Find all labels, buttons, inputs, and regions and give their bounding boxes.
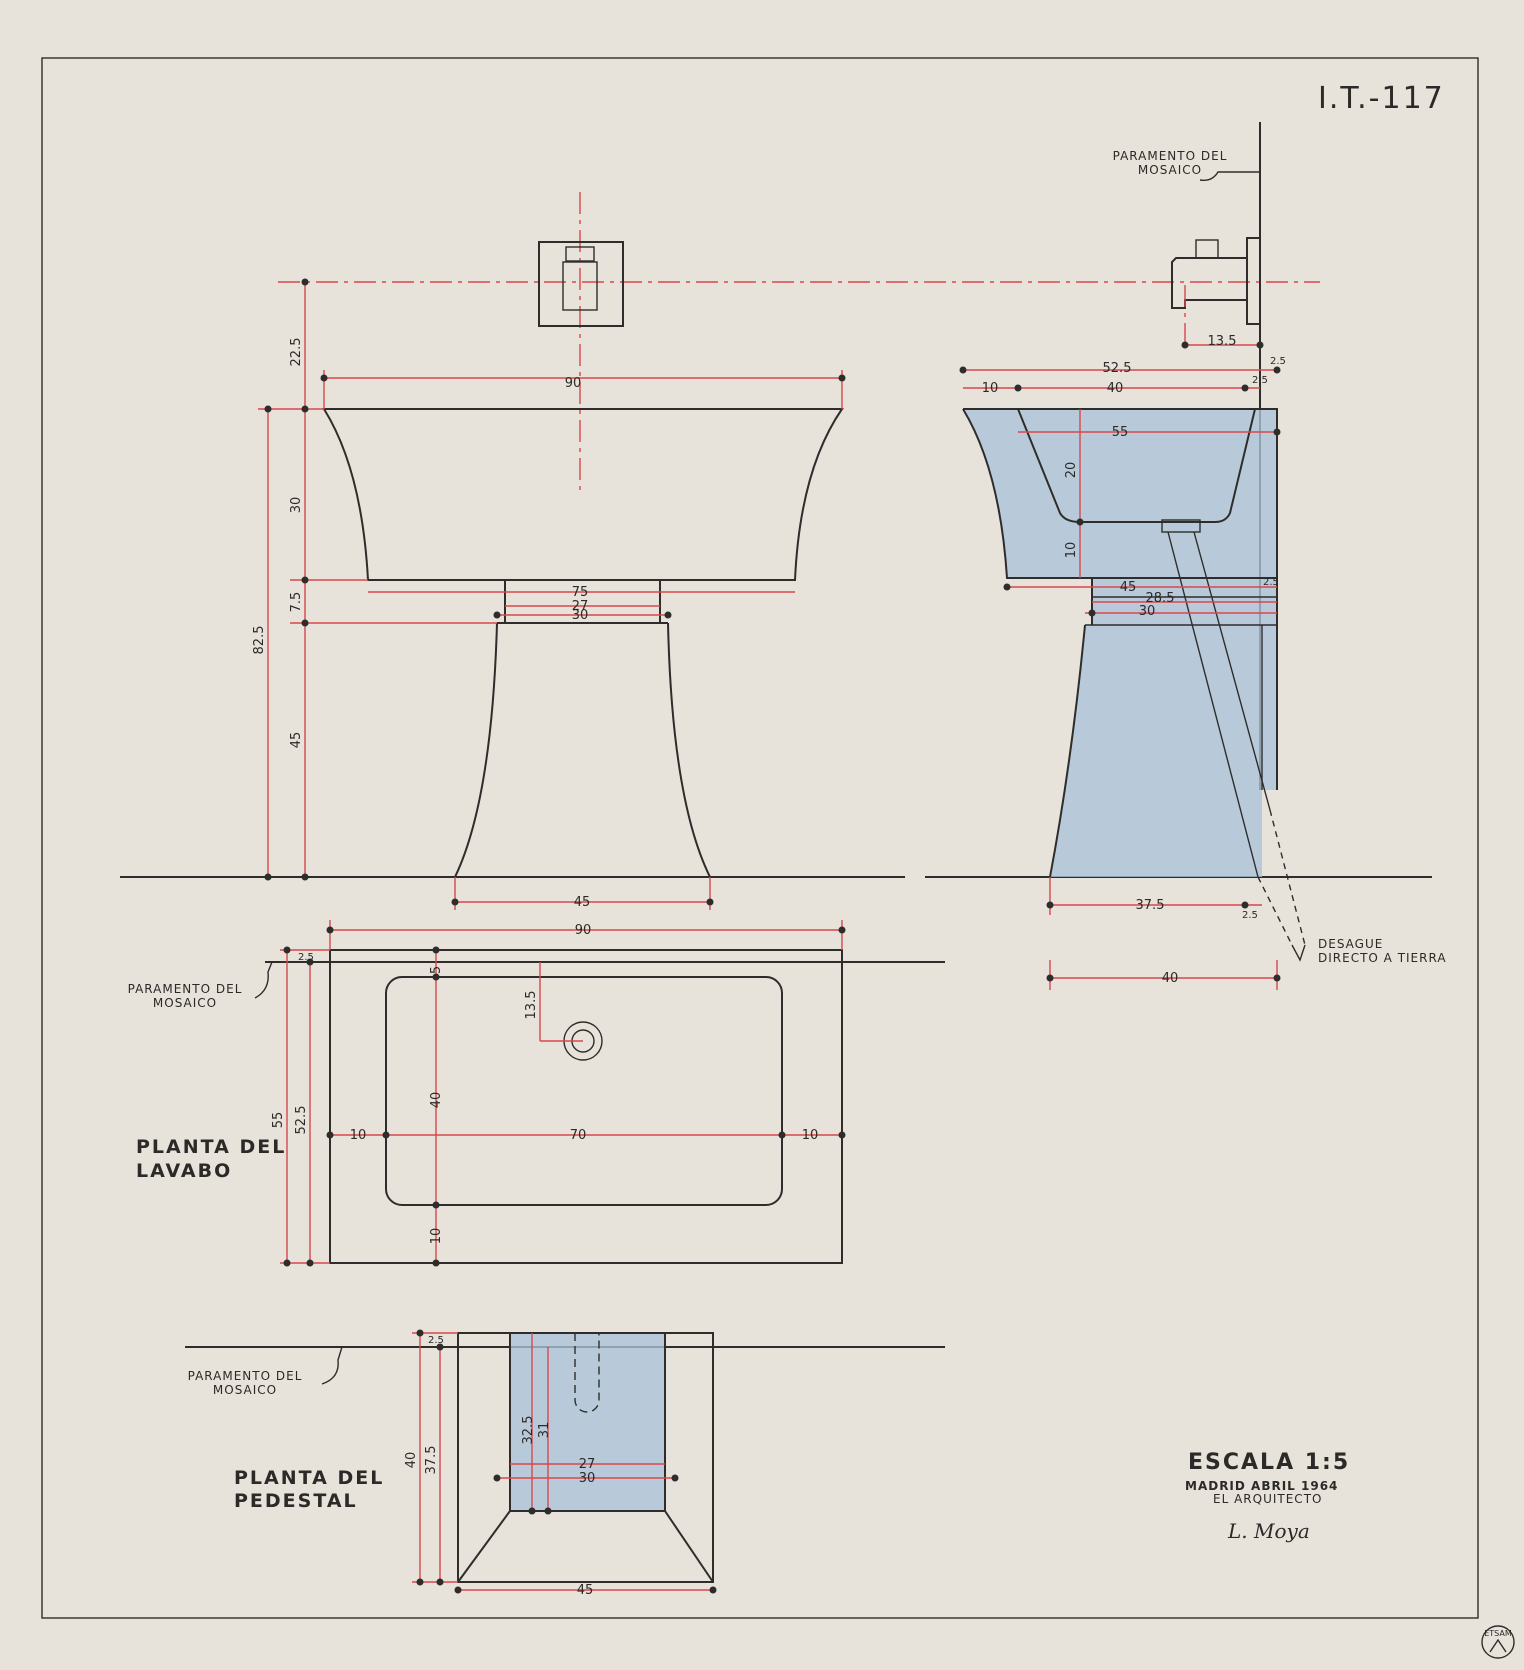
dim-label: 40 (429, 1092, 444, 1109)
place-date: MADRID ABRIL 1964 (1185, 1479, 1338, 1493)
plan-pedestal-inner (509, 1332, 666, 1512)
svg-text:DIRECTO A TIERRA: DIRECTO A TIERRA (1318, 951, 1447, 965)
front-pedestal-right (667, 622, 711, 878)
plan-pedestal-drain (574, 1333, 600, 1413)
label-planta-lavabo: PLANTA DEL (136, 1136, 286, 1158)
dim-label: 30 (1139, 604, 1156, 619)
sheet-code: I.T.-117 (1318, 81, 1445, 116)
label-paramento-pedestal: PARAMENTO DEL (188, 1369, 303, 1383)
dim-label: 30 (579, 1471, 596, 1486)
dim-label: 52.5 (1103, 361, 1132, 376)
dim-label: 30 (289, 497, 304, 514)
dim-label: 37.5 (1136, 898, 1165, 913)
dim-label: 28.5 (1146, 591, 1175, 606)
dim-label: 45 (1120, 580, 1137, 595)
dim-label: 10 (1064, 542, 1079, 559)
architect-role: EL ARQUITECTO (1213, 1492, 1322, 1506)
dim-label: 2.5 (298, 952, 314, 963)
dim-label: 90 (575, 923, 592, 938)
side-drain-fitting (1161, 519, 1201, 533)
dim-label: 52.5 (294, 1106, 309, 1135)
dim-label: 40 (1107, 381, 1124, 396)
label-planta-pedestal: PLANTA DEL (234, 1467, 384, 1489)
dim-label: 55 (271, 1112, 286, 1129)
dim-label: 2.5 (1270, 356, 1286, 367)
svg-text:MOSAICO: MOSAICO (1138, 163, 1202, 177)
dim-label: 20 (1064, 462, 1079, 479)
dim-label: 40 (1162, 971, 1179, 986)
sheet-border (41, 57, 1479, 1619)
plan-lavabo-bowl (385, 976, 783, 1206)
dim-label: 45 (574, 895, 591, 910)
dim-label: 75 (572, 585, 589, 600)
dim-label: 82.5 (252, 626, 267, 655)
side-drain-pipe-b (1193, 531, 1271, 811)
front-pedestal-left (454, 622, 498, 878)
dim-label: 45 (289, 732, 304, 749)
dim-label: 31 (537, 1422, 552, 1439)
dim-label: 10 (802, 1128, 819, 1143)
dim-label: 10 (350, 1128, 367, 1143)
dim-label: 5 (429, 966, 444, 974)
dim-label: 7.5 (289, 592, 304, 613)
dim-label: 27 (579, 1457, 596, 1472)
dim-label: 37.5 (424, 1446, 439, 1475)
dim-label: 10 (429, 1228, 444, 1245)
plan-pedestal: 2.5 40 37.5 32.5 31 27 30 45 PARAMENTO D… (185, 1329, 945, 1598)
title-block: ESCALA 1:5 MADRID ABRIL 1964 EL ARQUITEC… (1185, 1450, 1515, 1659)
dim-label: 70 (570, 1128, 587, 1143)
front-faucet-body (562, 261, 598, 311)
plan-lavabo-outline (329, 949, 843, 1264)
dim-label: 32.5 (521, 1416, 536, 1445)
side-section: 13.5 2.5 52.5 10 40 2.5 55 20 10 45 2.5 … (925, 122, 1447, 990)
plan-pedestal-fill (510, 1333, 665, 1511)
dim-label: 40 (404, 1452, 419, 1469)
plan-lavabo: 90 2.5 55 52.5 5 40 10 13.5 10 70 10 PAR… (128, 920, 945, 1267)
architect-signature: L. Moya (1227, 1519, 1310, 1543)
front-faucet-handle (565, 246, 595, 262)
side-faucet-handle (1195, 239, 1219, 259)
dim-label: 13.5 (524, 991, 539, 1020)
svg-text:LAVABO: LAVABO (136, 1160, 232, 1182)
dim-label: 22.5 (289, 338, 304, 367)
dim-label: 45 (577, 1583, 594, 1598)
front-faucet-plate (538, 241, 624, 327)
dim-label: 10 (982, 381, 999, 396)
side-drain-pipe-a (1167, 531, 1259, 878)
dim-label: 2.5 (428, 1335, 444, 1346)
dim-label: 2.5 (1263, 577, 1279, 588)
dim-label: 13.5 (1208, 334, 1237, 349)
front-elevation: 22.5 30 82.5 7.5 45 90 75 27 30 45 (120, 192, 1320, 910)
etsam-stamp: ETSAM (1481, 1625, 1515, 1659)
svg-text:MOSAICO: MOSAICO (213, 1383, 277, 1397)
scale-label: ESCALA 1:5 (1188, 1450, 1350, 1475)
dim-label: 90 (565, 376, 582, 391)
side-basin-inner (1017, 408, 1256, 523)
dim-label: 2.5 (1242, 910, 1258, 921)
front-basin-outline (322, 408, 844, 581)
side-pedestal-front (1049, 624, 1086, 878)
dim-label: 30 (572, 608, 589, 623)
dim-label: 27 (572, 599, 589, 614)
label-paramento-lavabo: PARAMENTO DEL (128, 982, 243, 996)
dim-label: 2.5 (1252, 375, 1268, 386)
svg-text:PEDESTAL: PEDESTAL (234, 1490, 358, 1512)
dim-label: 55 (1112, 425, 1129, 440)
label-paramento-top: PARAMENTO DEL (1113, 149, 1228, 163)
side-faucet-spout (1171, 257, 1247, 309)
svg-text:ETSAM: ETSAM (1484, 1629, 1512, 1638)
side-section-fill (963, 409, 1277, 877)
label-desague: DESAGUE (1318, 937, 1383, 951)
side-faucet-plate (1246, 237, 1261, 325)
svg-text:MOSAICO: MOSAICO (153, 996, 217, 1010)
